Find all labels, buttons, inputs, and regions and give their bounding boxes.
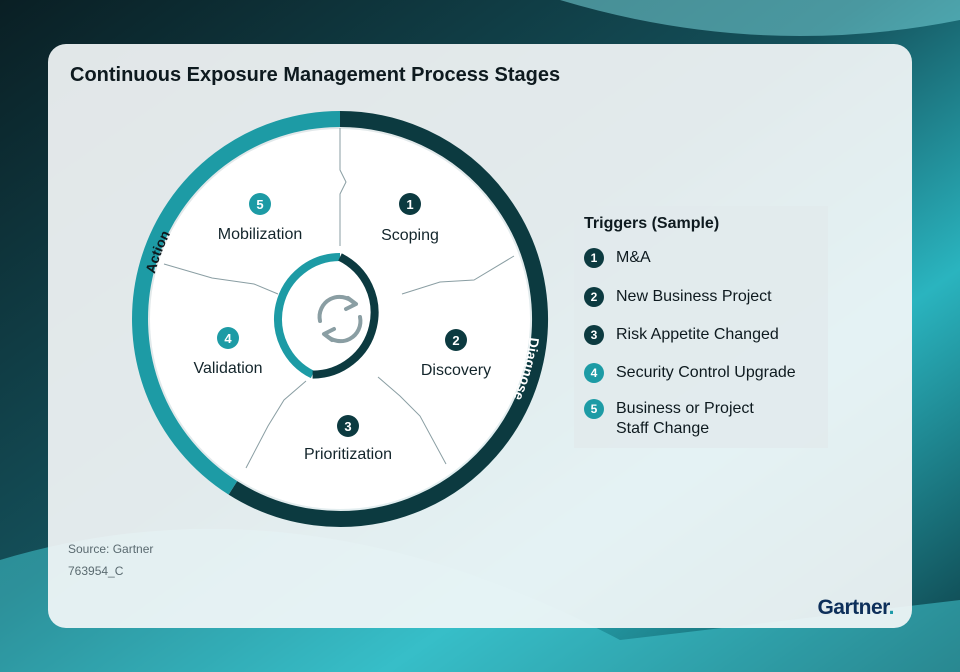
trigger-number-badge: 3 [584, 325, 604, 345]
stage-number: 4 [224, 331, 232, 346]
stage-label-discovery: Discovery [421, 362, 491, 379]
divider-scoping-discovery [401, 255, 515, 295]
trigger-item: 1 M&A [584, 248, 826, 268]
trigger-item: 2 New Business Project [584, 287, 826, 307]
cycle-disk [150, 129, 530, 509]
stage-label-prioritization: Prioritization [304, 446, 392, 463]
trigger-item: 4 Security Control Upgrade [584, 363, 826, 383]
stage-number-badge [445, 329, 467, 351]
trigger-number-badge: 2 [584, 287, 604, 307]
stage-number-badge [217, 327, 239, 349]
refresh-cycle-icon [317, 294, 363, 344]
stage-number: 1 [406, 197, 413, 212]
segment-dividers [163, 128, 515, 469]
trigger-label: Business or Project Staff Change [616, 400, 754, 437]
trigger-label: M&A [616, 249, 651, 266]
stage-number: 2 [452, 333, 459, 348]
stage-number: 5 [256, 197, 263, 212]
trigger-number-badge: 4 [584, 363, 604, 383]
stage-number-badge [337, 415, 359, 437]
trigger-label: Security Control Upgrade [616, 364, 796, 381]
trigger-number-badge: 5 [584, 399, 604, 419]
divider-validation-mobilization [163, 263, 279, 295]
trigger-number-badge: 1 [584, 248, 604, 268]
diagram-title: Continuous Exposure Management Process S… [70, 64, 561, 86]
diagnose-arc [228, 111, 548, 527]
inner-ring-dark [312, 253, 379, 379]
gartner-logo: Gartner. [817, 596, 894, 620]
divider-discovery-prioritization [377, 376, 447, 465]
stage-number-badge [249, 193, 271, 215]
stage-label-validation: Validation [193, 360, 262, 377]
stage-number: 3 [344, 419, 351, 434]
stage-label-mobilization: Mobilization [218, 226, 302, 243]
divider-scoping-mobilization [339, 128, 347, 246]
trigger-item: 5 Business or Project Staff Change [584, 399, 786, 439]
action-arc [132, 111, 341, 495]
trigger-label: New Business Project [616, 288, 772, 305]
trigger-label: Risk Appetite Changed [616, 326, 779, 343]
logo-dot: . [888, 596, 895, 619]
inner-ring-teal [274, 253, 341, 379]
source-note: Source: Gartner [68, 542, 154, 556]
triggers-panel: Triggers (Sample) 1 M&A 2 New Business P… [574, 206, 828, 448]
divider-prioritization-validation [245, 380, 307, 469]
trigger-item: 3 Risk Appetite Changed [584, 325, 826, 345]
process-cycle-diagram: Diagnose Action 1Scoping2Discovery3Prior… [132, 111, 548, 527]
document-id: 763954_C [68, 564, 124, 578]
stage-number-badge [399, 193, 421, 215]
triggers-title: Triggers (Sample) [584, 215, 720, 232]
triggers-list: 1 M&A 2 New Business Project 3 Risk Appe… [584, 248, 826, 439]
diagram-card: Continuous Exposure Management Process S… [48, 44, 912, 628]
stage-label-scoping: Scoping [381, 227, 439, 244]
logo-text: Gartner [817, 596, 889, 619]
